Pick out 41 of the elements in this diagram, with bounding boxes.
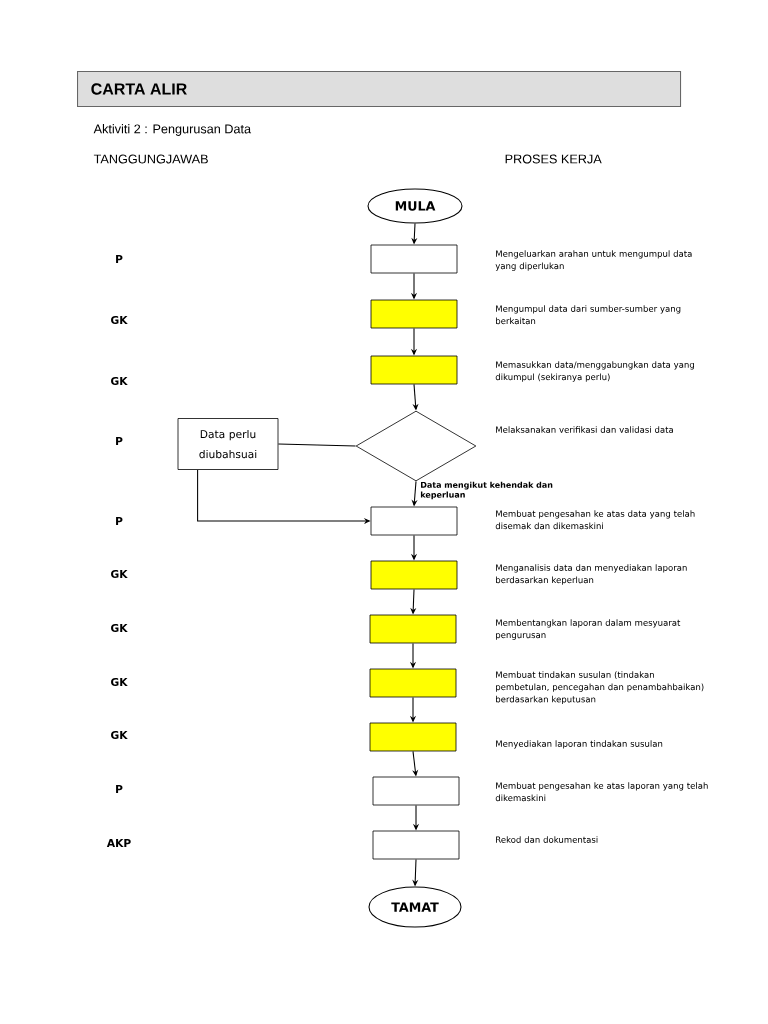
- activity-heading: Aktiviti 2 : Pengurusan Data: [93, 124, 252, 136]
- step-description: Membuat pengesahan ke atas data yang telah disemak dan dikemaskini: [495, 510, 695, 530]
- role-code: GK: [111, 376, 128, 386]
- step-description: Membuat tindakan susulan (tindakan pembetulan, pencegahan dan penambahbaikan) berdasarkan keputusan: [496, 671, 704, 705]
- process-box: [369, 614, 457, 644]
- process-box: Data perlu diubahsuai: [177, 418, 279, 470]
- step-description: Membuat pengesahan ke atas laporan yang telah dikemaskini: [495, 782, 708, 802]
- step-description: Mengeluarkan arahan untuk mengumpul data yang diperlukan: [495, 250, 692, 271]
- step-description: Memasukkan data/menggabungkan data yang dikumpul (sekiranya perlu): [495, 361, 694, 382]
- role-code: AKP: [106, 839, 131, 847]
- process-box: [370, 244, 458, 274]
- decision-diamond: [355, 410, 477, 482]
- process-box: [370, 355, 458, 385]
- role-code: P: [116, 517, 123, 525]
- process-box: [370, 560, 458, 590]
- step-description: Mengumpul data dari sumber-sumber yang berkaitan: [496, 305, 681, 325]
- process-box: [369, 722, 457, 752]
- process-box: [370, 299, 458, 329]
- process-box: [370, 506, 458, 536]
- process-box: [369, 668, 457, 698]
- process-box: [372, 830, 460, 860]
- terminal-oval: MULA: [367, 188, 463, 224]
- role-code: GK: [111, 730, 128, 740]
- process-box: [372, 776, 460, 806]
- role-code: P: [116, 255, 123, 263]
- step-description: Menganalisis data dan menyediakan laporan berdasarkan keperluan: [496, 564, 687, 585]
- terminal-oval: TAMAT: [368, 886, 462, 928]
- step-description: Menyediakan laporan tindakan susulan: [496, 740, 663, 749]
- role-code: GK: [111, 623, 128, 633]
- step-description: Membentangkan laporan dalam mesyuarat pengurusan: [496, 619, 681, 640]
- step-description: Rekod dan dokumentasi: [496, 836, 598, 843]
- role-code: P: [116, 785, 123, 793]
- role-code: P: [116, 437, 123, 445]
- edge-label: Data mengikut kehendak dan keperluan: [420, 481, 553, 500]
- column-heading: PROSES KERJA: [505, 154, 602, 164]
- role-code: GK: [111, 677, 128, 687]
- role-code: GK: [111, 315, 128, 325]
- column-heading: TANGGUNGJAWAB: [93, 154, 208, 164]
- role-code: GK: [111, 569, 128, 579]
- step-description: Melaksanakan verifikasi dan validasi data: [496, 426, 673, 433]
- title-banner: CARTA ALIR: [77, 71, 682, 108]
